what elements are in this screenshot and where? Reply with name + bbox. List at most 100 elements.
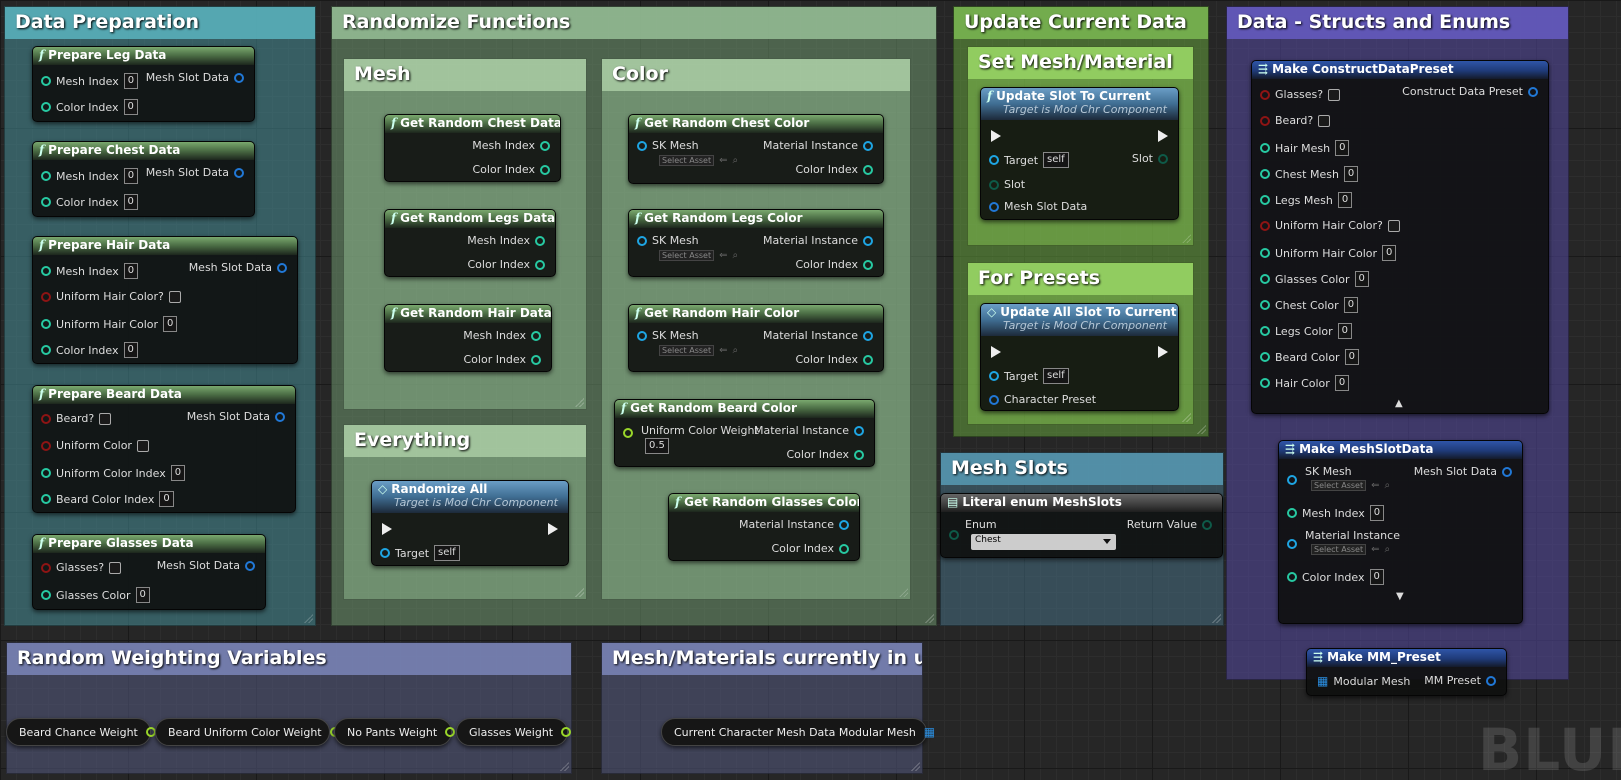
glasses-color-input[interactable]: 0 [1354,271,1369,287]
beard-color-input[interactable]: 0 [1344,349,1359,365]
var-beard-chance-weight[interactable]: Beard Chance Weight [6,718,156,746]
color-index-pin[interactable] [41,345,51,355]
color-index-pin[interactable] [863,354,873,365]
exec-out-pin[interactable] [1158,346,1168,358]
resize-handle[interactable] [1181,233,1191,243]
beard-color-pin[interactable] [1260,352,1270,362]
expand-arrow-icon[interactable]: ▼ [1396,591,1404,602]
mesh-index-input[interactable]: 0 [123,263,139,279]
target-pin[interactable] [380,548,390,558]
mesh-slot-data-pin[interactable] [277,262,287,273]
glasses-checkbox[interactable] [109,561,122,574]
color-index-pin[interactable] [863,259,873,270]
var-glasses-weight[interactable]: Glasses Weight [456,718,572,746]
color-index-input[interactable]: 0 [123,194,138,210]
color-index-pin[interactable] [531,354,541,365]
glasses-color-pin[interactable] [1260,274,1270,284]
uniform-hair-color-pin[interactable] [41,319,51,329]
mesh-slot-data-pin[interactable] [245,560,255,571]
float-pin[interactable] [445,727,456,737]
use-selected-icon[interactable]: ⇐ [719,155,728,166]
mesh-index-pin[interactable] [540,140,550,151]
exec-in-pin[interactable] [991,130,1001,142]
mesh-slot-data-pin[interactable] [234,167,244,178]
color-index-input[interactable]: 0 [123,99,138,115]
character-preset-pin[interactable] [989,394,999,405]
use-selected-icon[interactable]: ⇐ [719,345,728,356]
color-index-pin[interactable] [839,543,849,554]
mesh-slot-data-pin[interactable] [234,72,244,83]
resize-handle[interactable] [303,613,313,623]
mesh-index-pin[interactable] [41,76,51,86]
var-current-character-mesh-data[interactable]: Current Character Mesh Data Modular Mesh… [661,718,935,746]
material-instance-pin[interactable] [839,519,849,530]
glasses-color-input[interactable]: 0 [135,587,150,603]
resize-handle[interactable] [924,613,934,623]
hair-color-pin[interactable] [1260,378,1270,388]
mesh-index-input[interactable]: 0 [1369,505,1385,521]
uniform-hair-color-checkbox[interactable] [168,290,181,303]
uniform-hair-color-input[interactable]: 0 [163,316,178,332]
mm-preset-pin[interactable] [1486,675,1496,686]
use-selected-icon[interactable]: ⇐ [1371,544,1380,555]
glasses-checkbox[interactable] [1328,88,1341,101]
construct-data-preset-pin[interactable] [1528,86,1538,97]
slot-out-pin[interactable] [1158,153,1168,164]
resize-handle[interactable] [1211,613,1221,623]
uniform-color-bool-pin[interactable] [41,440,51,451]
var-beard-uniform-color-weight[interactable]: Beard Uniform Color Weight [155,718,340,746]
return-value-pin[interactable] [1202,519,1212,530]
uniform-hair-color-pin[interactable] [1260,248,1270,258]
color-index-pin[interactable] [41,102,51,112]
browse-icon[interactable]: ⌕ [1384,480,1391,491]
color-index-pin[interactable] [41,197,51,207]
resize-handle[interactable] [898,587,908,597]
color-index-pin[interactable] [535,259,545,270]
chest-mesh-input[interactable]: 0 [1343,166,1359,182]
float-pin[interactable] [561,727,572,737]
hair-mesh-pin[interactable] [1260,143,1270,153]
collapse-arrow-icon[interactable]: ▲ [1395,398,1403,409]
use-selected-icon[interactable]: ⇐ [719,250,728,261]
mesh-index-pin[interactable] [1287,508,1297,518]
hair-color-input[interactable]: 0 [1334,375,1350,391]
mesh-index-pin[interactable] [41,171,51,181]
slot-in-pin[interactable] [989,179,999,190]
mesh-index-pin[interactable] [41,266,51,276]
uniform-color-weight-input[interactable]: 0.5 [645,438,669,454]
material-instance-pin[interactable] [863,235,873,246]
color-index-pin[interactable] [540,164,550,175]
browse-icon[interactable]: ⌕ [732,250,739,261]
mesh-index-pin[interactable] [531,330,541,341]
enum-dropdown[interactable]: Chest [971,534,1116,550]
mesh-slot-data-pin[interactable] [275,411,285,422]
browse-icon[interactable]: ⌕ [732,155,739,166]
node-make-mesh-slot-data[interactable]: ⇶Make MeshSlotData SK Mesh Select Asset⇐… [1278,440,1523,624]
material-instance-pin[interactable] [863,330,873,341]
uniform-color-index-pin[interactable] [41,468,51,478]
beard-bool-pin[interactable] [1260,115,1270,126]
beard-checkbox[interactable] [1318,114,1331,127]
comment-in-use[interactable]: Mesh/Materials currently in use [601,642,923,774]
select-asset-dropdown[interactable]: Select Asset [1311,544,1367,555]
sk-mesh-pin[interactable] [1287,475,1297,485]
color-index-pin[interactable] [863,164,873,175]
resize-handle[interactable] [559,761,569,771]
exec-out-pin[interactable] [548,523,558,535]
browse-icon[interactable]: ⌕ [1384,544,1391,555]
uniform-color-checkbox[interactable] [136,439,149,452]
mesh-index-input[interactable]: 0 [123,168,139,184]
mesh-index-pin[interactable] [535,235,545,246]
comment-random-weighting[interactable]: Random Weighting Variables [6,642,572,774]
target-pin[interactable] [989,155,999,165]
var-no-pants-weight[interactable]: No Pants Weight [334,718,456,746]
